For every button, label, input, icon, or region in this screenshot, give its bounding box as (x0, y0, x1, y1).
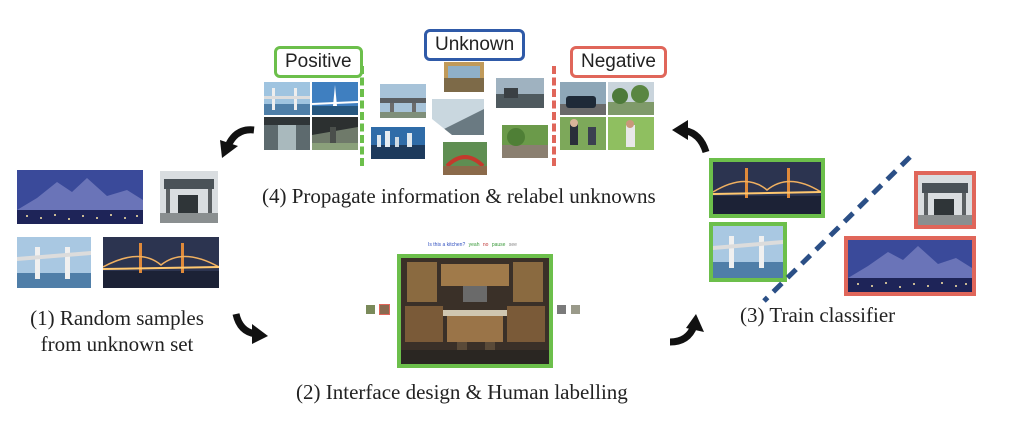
unknown-photo-1 (380, 84, 426, 118)
interface-kitchen-image[interactable] (397, 254, 553, 368)
negative-photo-4 (608, 117, 654, 150)
classifier-negative-photo-1 (914, 171, 976, 229)
interface-prev-thumb-1[interactable] (366, 305, 375, 314)
positive-photo-3 (264, 117, 310, 150)
negative-photo-2 (608, 82, 654, 115)
step1-caption-line1: (1) Random samples (30, 306, 204, 330)
unknown-tag: Unknown (424, 29, 526, 61)
interface-prev-thumb-2[interactable] (379, 304, 390, 315)
unknown-photo-4 (371, 127, 425, 159)
interface-next-thumb-1[interactable] (557, 305, 566, 314)
classifier-positive-photo-1 (709, 158, 825, 218)
sample-photo-bridge-day (17, 237, 91, 288)
curved-arrow-icon (672, 120, 710, 154)
classifier-boundary-line (762, 155, 912, 303)
sample-photo-bridge-night (103, 237, 219, 288)
unknown-photo-5 (443, 142, 487, 175)
positive-photo-4 (312, 117, 358, 150)
negative-separator (552, 66, 556, 166)
curved-arrow-icon (232, 313, 268, 344)
step2-caption: (2) Interface design & Human labelling (296, 380, 628, 404)
unknown-photo-7 (502, 125, 548, 158)
positive-photo-1 (264, 82, 310, 115)
unknown-photo-2 (444, 62, 484, 92)
step3-caption: (3) Train classifier (740, 303, 896, 327)
sample-photo-toll-gate (160, 171, 218, 223)
positive-photo-2 (312, 82, 358, 115)
positive-separator (360, 66, 364, 166)
interface-next-thumb-2[interactable] (571, 305, 580, 314)
negative-photo-1 (560, 82, 606, 115)
sample-photo-mountain-city (17, 170, 143, 224)
curved-arrow-icon (220, 126, 255, 158)
interface-question: Is this a kitchen? yeah no pause see (428, 242, 517, 248)
classifier-negative-photo-2 (844, 236, 976, 296)
step4-caption: (4) Propagate information & relabel unkn… (262, 184, 656, 208)
negative-tag: Negative (570, 46, 667, 78)
step1-caption-line2: from unknown set (40, 332, 194, 356)
negative-photo-3 (560, 117, 606, 150)
curved-arrow-icon (669, 314, 704, 346)
positive-tag: Positive (274, 46, 363, 78)
unknown-photo-6 (496, 78, 544, 108)
unknown-photo-3 (432, 99, 484, 135)
classifier-positive-photo-2 (709, 222, 787, 282)
